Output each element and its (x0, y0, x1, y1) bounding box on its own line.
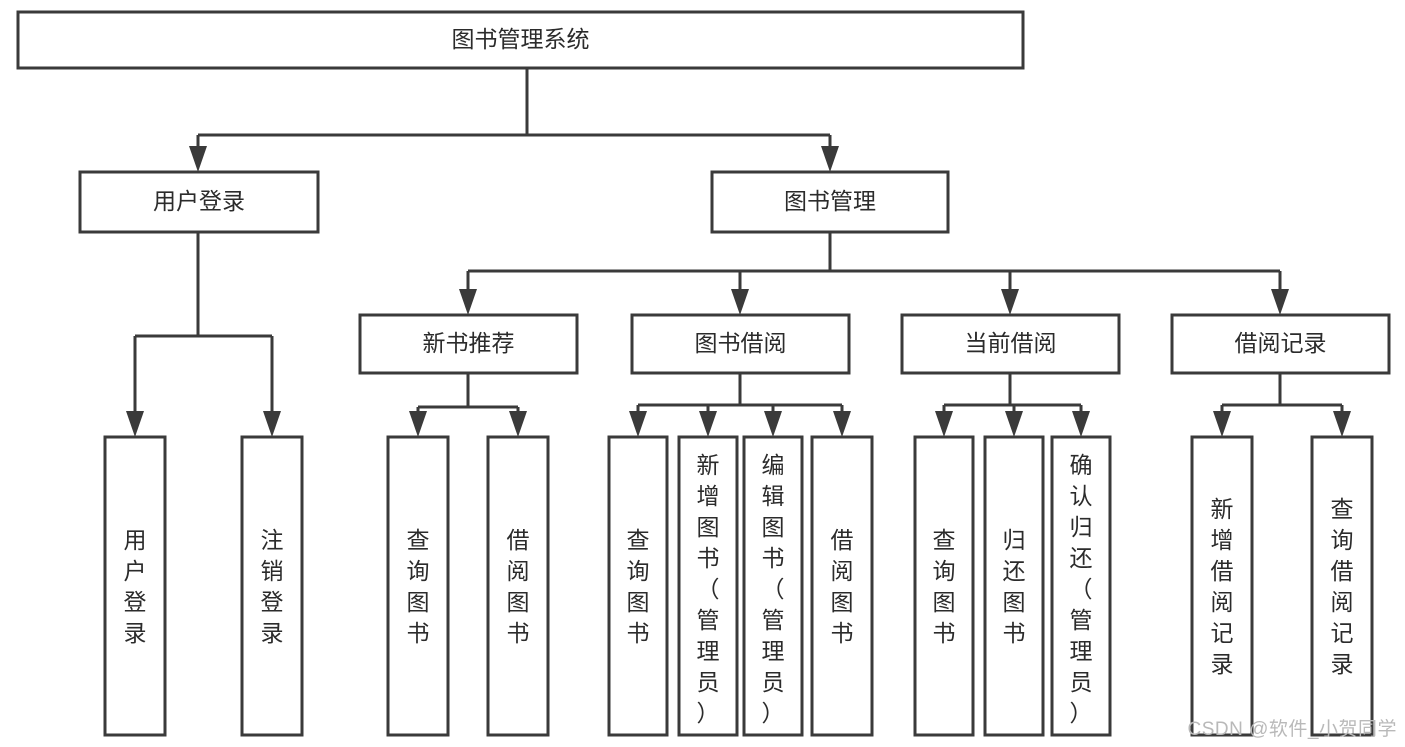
node-label-leaf-add-book-admin: 新增图书（管理员） (697, 452, 720, 726)
node-user-login[interactable]: 用户登录 (78, 170, 320, 234)
node-new-book-rec[interactable]: 新书推荐 (358, 313, 579, 375)
node-layer: 图书管理系统用户登录图书管理新书推荐图书借阅当前借阅借阅记录用户登录注销登录查询… (16, 10, 1391, 737)
node-label-current-borrow: 当前借阅 (965, 330, 1057, 356)
node-label-borrow-record: 借阅记录 (1235, 330, 1327, 356)
node-leaf-user-login[interactable]: 用户登录 (103, 435, 167, 737)
node-leaf-confirm-return-admin[interactable]: 确认归还（管理员） (1050, 435, 1112, 737)
connector-e-newbook-split (409, 373, 527, 437)
node-leaf-add-book-admin[interactable]: 新增图书（管理员） (677, 435, 739, 737)
node-label-leaf-borrow-book-rec: 借阅图书 (507, 527, 530, 646)
node-box-leaf-add-book-admin (677, 435, 739, 737)
node-label-new-book-rec: 新书推荐 (423, 330, 515, 356)
connector-e-root-split (189, 68, 839, 172)
connector-e-bookmanage-split (459, 232, 1289, 315)
node-leaf-borrow-book[interactable]: 借阅图书 (810, 435, 874, 737)
connector-e-record-split (1213, 373, 1351, 437)
node-box-leaf-return-book (983, 435, 1045, 737)
node-box-leaf-logout (240, 435, 304, 737)
node-leaf-borrow-book-rec[interactable]: 借阅图书 (486, 435, 550, 737)
node-label-book-borrow: 图书借阅 (695, 330, 787, 356)
connector-e-userlogin-split (126, 232, 281, 437)
node-leaf-query-book-cur[interactable]: 查询图书 (913, 435, 975, 737)
node-leaf-query-book-borrow[interactable]: 查询图书 (607, 435, 669, 737)
node-box-leaf-user-login (103, 435, 167, 737)
node-label-leaf-add-borrow-record: 新增借阅记录 (1211, 496, 1234, 677)
node-book-manage[interactable]: 图书管理 (710, 170, 950, 234)
node-label-leaf-edit-book-admin: 编辑图书（管理员） (762, 452, 785, 726)
node-leaf-query-book-rec[interactable]: 查询图书 (386, 435, 450, 737)
node-box-book-manage (710, 170, 950, 234)
node-borrow-record[interactable]: 借阅记录 (1170, 313, 1391, 375)
node-box-leaf-query-borrow-record (1310, 435, 1374, 737)
node-leaf-add-borrow-record[interactable]: 新增借阅记录 (1190, 435, 1254, 737)
connector-e-current-split (935, 373, 1090, 437)
node-label-leaf-borrow-book: 借阅图书 (831, 527, 854, 646)
node-box-borrow-record (1170, 313, 1391, 375)
node-label-leaf-logout: 注销登录 (261, 527, 284, 646)
node-box-leaf-query-book-rec (386, 435, 450, 737)
node-box-user-login (78, 170, 320, 234)
node-box-leaf-edit-book-admin (742, 435, 804, 737)
node-label-leaf-return-book: 归还图书 (1003, 527, 1026, 646)
node-box-leaf-query-book-borrow (607, 435, 669, 737)
node-box-leaf-borrow-book-rec (486, 435, 550, 737)
node-box-leaf-add-borrow-record (1190, 435, 1254, 737)
node-box-book-borrow (630, 313, 851, 375)
node-box-root (16, 10, 1025, 70)
connector-layer (126, 68, 1351, 437)
node-label-leaf-query-book-borrow: 查询图书 (627, 527, 650, 646)
node-box-leaf-query-book-cur (913, 435, 975, 737)
node-box-new-book-rec (358, 313, 579, 375)
node-label-leaf-confirm-return-admin: 确认归还（管理员） (1070, 452, 1093, 726)
node-box-leaf-confirm-return-admin (1050, 435, 1112, 737)
node-label-book-manage: 图书管理 (784, 188, 876, 214)
connector-e-borrow-split (629, 373, 851, 437)
node-box-current-borrow (900, 313, 1121, 375)
node-leaf-return-book[interactable]: 归还图书 (983, 435, 1045, 737)
node-leaf-logout[interactable]: 注销登录 (240, 435, 304, 737)
node-root[interactable]: 图书管理系统 (16, 10, 1025, 70)
node-current-borrow[interactable]: 当前借阅 (900, 313, 1121, 375)
node-leaf-edit-book-admin[interactable]: 编辑图书（管理员） (742, 435, 804, 737)
node-label-leaf-query-book-rec: 查询图书 (407, 527, 430, 646)
node-label-root: 图书管理系统 (452, 26, 590, 52)
node-label-leaf-user-login: 用户登录 (124, 527, 147, 646)
node-box-leaf-borrow-book (810, 435, 874, 737)
node-label-leaf-query-book-cur: 查询图书 (933, 527, 956, 646)
node-label-leaf-query-borrow-record: 查询借阅记录 (1331, 496, 1354, 677)
node-label-user-login: 用户登录 (153, 188, 245, 214)
csdn-watermark: CSDN @软件_小贺同学 (1187, 719, 1397, 740)
node-leaf-query-borrow-record[interactable]: 查询借阅记录 (1310, 435, 1374, 737)
node-book-borrow[interactable]: 图书借阅 (630, 313, 851, 375)
